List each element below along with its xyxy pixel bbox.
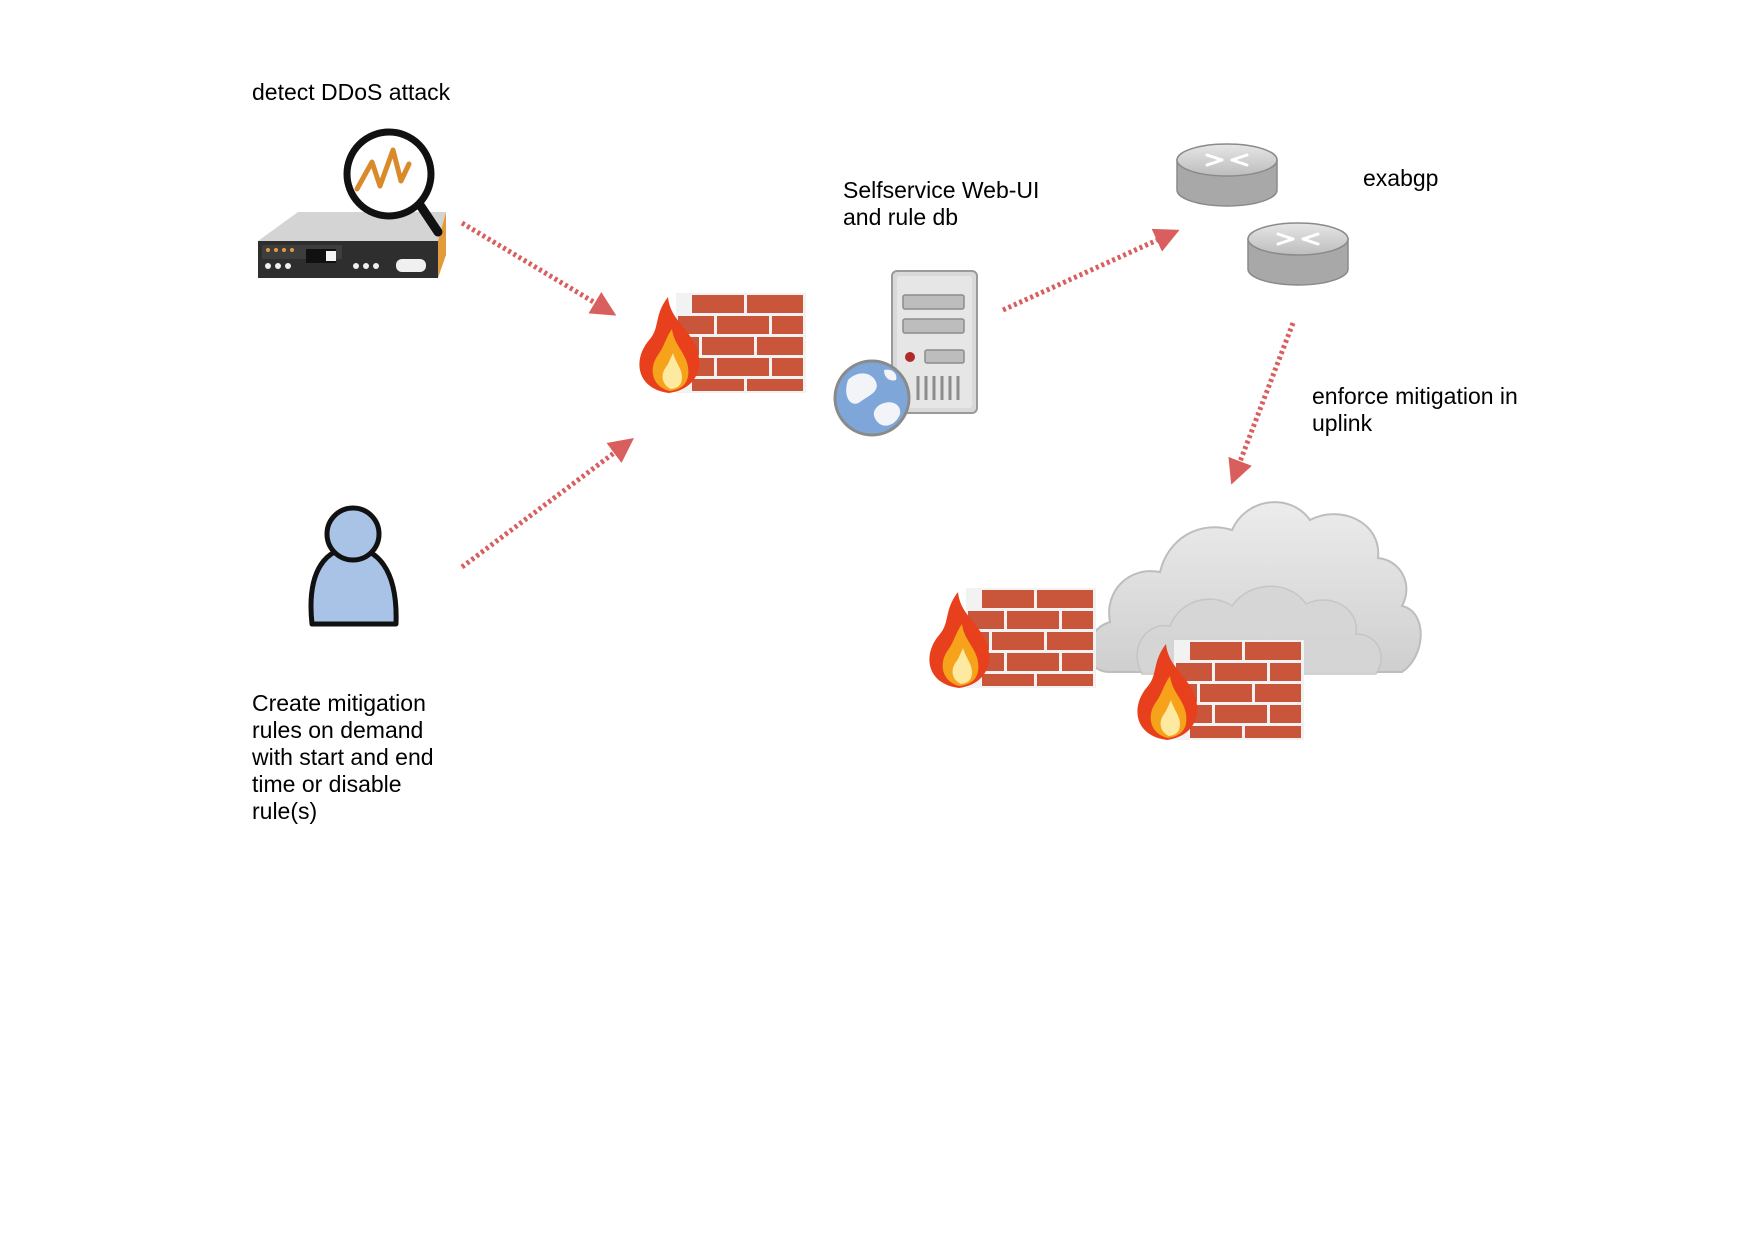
arrow-detector-to-firewall [460,220,617,316]
enforce-mitigation-label: enforce mitigation in uplink [1312,383,1518,436]
firewall-icon [639,293,806,393]
create-rules-label: Create mitigation rules on demand with s… [252,690,434,824]
user-icon [308,505,399,627]
firewall-icon [929,588,1096,688]
ddos-detector-icon [258,128,446,278]
globe-icon [833,359,911,437]
exabgp-label: exabgp [1363,165,1439,191]
ddos-detection-label: detect DDoS attack [252,79,451,105]
web-server-icon [891,270,978,414]
arrow-routers-to-cloud [1228,322,1296,485]
arrow-user-to-firewall [460,438,634,569]
router-icon [1247,222,1349,286]
selfservice-webui-label: Selfservice Web-UI and rule db [843,177,1040,230]
firewall-icon [1137,640,1304,740]
arrow-server-to-routers [1001,228,1180,313]
router-icon [1176,143,1278,207]
